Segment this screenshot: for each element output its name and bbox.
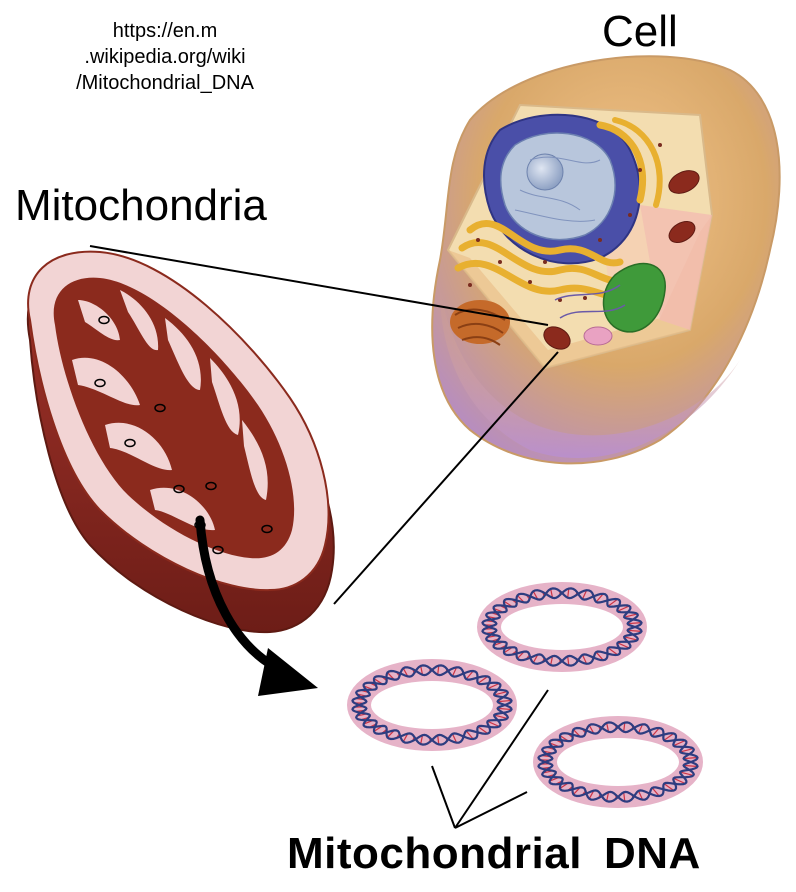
source-url-line-3: /Mitochondrial_DNA	[76, 72, 254, 94]
mitochondrion-large	[26, 250, 335, 634]
dna-base-pair	[494, 691, 508, 696]
dna-ring	[533, 716, 703, 808]
dna-base-pair	[477, 726, 489, 734]
dna-base-pair	[497, 707, 512, 711]
dna-base-pair	[680, 748, 694, 753]
dna-base-pair	[607, 598, 619, 607]
mitochondria-label: Mitochondria	[15, 181, 267, 230]
dna-base-pair	[595, 593, 604, 603]
mitochondrial-dna-label-word1: Mitochondrial	[287, 829, 582, 878]
mitochondrial-dna-label: Mitochondrial DNA	[287, 826, 701, 882]
dna-base-pair	[420, 735, 424, 745]
cell-to-dna-pointer	[333, 351, 559, 605]
dna-base-pair	[420, 665, 424, 675]
mito-dna-dots	[94, 315, 273, 555]
dna-base-pair	[550, 588, 554, 598]
cell-mitochondria	[543, 170, 700, 350]
dna-base-pair	[623, 722, 626, 732]
source-url-line-1: https://en.m	[112, 20, 218, 42]
dna-base-pair	[617, 605, 630, 612]
dna-base-pair	[663, 783, 675, 791]
dna-ring	[477, 582, 647, 672]
mitochondria-pointer	[89, 245, 549, 326]
dna-strand	[537, 721, 699, 803]
dna-base-pair	[683, 756, 698, 760]
dna-base-pair	[581, 589, 588, 600]
dna-base-pair	[624, 636, 638, 641]
dna-strand	[351, 664, 513, 746]
dna-base-pair	[673, 739, 686, 747]
dna-base-pair	[606, 722, 610, 732]
dna-base-pair	[673, 777, 686, 785]
dna-base-pair	[617, 642, 630, 649]
mitochondrial-dna-label-word2: DNA	[603, 829, 701, 878]
dna-base-pair	[487, 682, 500, 690]
cell-body-shade	[440, 290, 740, 458]
dna-base-pair	[437, 735, 440, 745]
dna-base-pair	[627, 629, 642, 632]
dna-base-pair	[663, 733, 675, 741]
dna-base-pair	[637, 790, 644, 800]
dna-base-pair	[683, 764, 698, 768]
dna-base-pair	[465, 670, 474, 680]
green-organelle	[602, 262, 666, 333]
source-url-line-2: .wikipedia.org/wiki	[84, 46, 246, 68]
dna-base-pair	[497, 699, 512, 703]
dna-ring-hole	[371, 681, 493, 729]
dna-base-pair	[451, 667, 458, 677]
dna-ring-hole	[501, 604, 623, 650]
dna-base-pair	[651, 787, 660, 797]
cell-interior-floor	[448, 215, 712, 368]
pointer-lines	[89, 245, 559, 829]
dna-base-pair	[637, 724, 644, 734]
dna-base-pair	[451, 733, 458, 743]
dna-base-pair	[595, 651, 604, 661]
dna-base-pair	[606, 792, 610, 802]
dna-base-pair	[627, 622, 642, 625]
dna-base-pair	[624, 613, 638, 618]
dna-base-pair	[651, 727, 660, 737]
cell-label: Cell	[602, 7, 678, 56]
dna-base-pair	[550, 656, 554, 666]
dna-base-pair	[567, 588, 570, 598]
dna-base-pair	[567, 656, 570, 666]
lysosome	[583, 326, 613, 346]
curved-arrow	[195, 515, 318, 696]
dna-base-pair	[477, 676, 489, 684]
dna-base-pair	[437, 665, 440, 675]
dna-base-pair	[494, 714, 508, 719]
dna-ring-hole	[557, 738, 679, 786]
dna-base-pair	[623, 792, 626, 802]
dna-base-pair	[680, 771, 694, 776]
dna-base-pair	[465, 730, 474, 740]
nucleus	[483, 113, 641, 265]
cell	[431, 55, 781, 465]
dna-base-pair	[581, 654, 588, 665]
mitochondrion-matrix	[53, 277, 295, 559]
source-url: https://en.m .wikipedia.org/wiki /Mitoch…	[40, 18, 290, 96]
dna-base-pair	[487, 720, 500, 728]
dna-rings	[347, 582, 703, 808]
dna-base-pair	[607, 647, 619, 656]
dna-ring	[347, 659, 517, 751]
dna-strand	[481, 587, 643, 667]
